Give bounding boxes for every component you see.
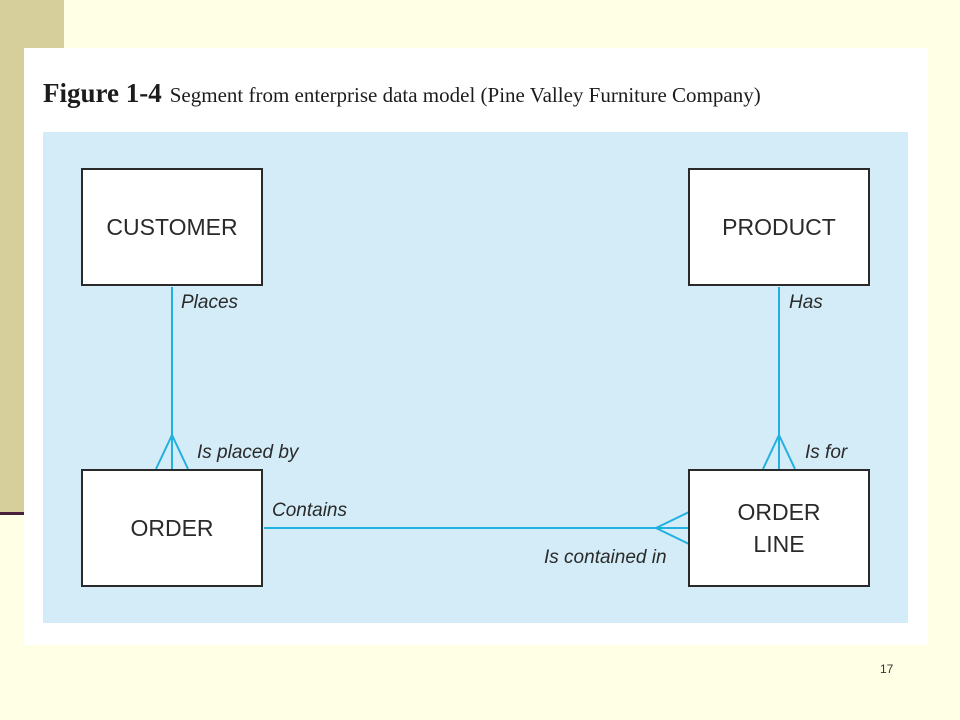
label-is-placed-by: Is placed by [197, 442, 299, 463]
entity-product: PRODUCT [688, 168, 870, 286]
label-contains: Contains [272, 500, 347, 521]
figure-title: Figure 1-4 Segment from enterprise data m… [43, 78, 761, 109]
order-crowsfoot-right [171, 434, 189, 470]
entity-order-label: ORDER [130, 515, 214, 541]
entity-order-line-label: ORDER LINE [737, 499, 821, 557]
page-number: 17 [880, 662, 894, 676]
label-has: Has [789, 292, 823, 313]
entity-customer-label: CUSTOMER [106, 214, 238, 240]
orderline-crowsfoot-right [778, 434, 796, 470]
entity-product-label: PRODUCT [722, 214, 836, 240]
contains-crowsfoot-bottom [655, 527, 690, 545]
label-is-for: Is for [805, 442, 848, 463]
contains-crowsfoot-top [655, 511, 690, 529]
order-crowsfoot-left [155, 434, 173, 470]
sidebar-divider [0, 512, 24, 515]
entity-order-line: ORDER LINE [688, 469, 870, 587]
label-places: Places [181, 292, 239, 313]
figure-number: Figure 1-4 [43, 78, 162, 108]
label-is-contained-in: Is contained in [544, 547, 667, 568]
entity-order: ORDER [81, 469, 263, 587]
figure-caption: Segment from enterprise data model (Pine… [169, 83, 761, 107]
entity-customer: CUSTOMER [81, 168, 263, 286]
orderline-crowsfoot-left [762, 434, 780, 470]
